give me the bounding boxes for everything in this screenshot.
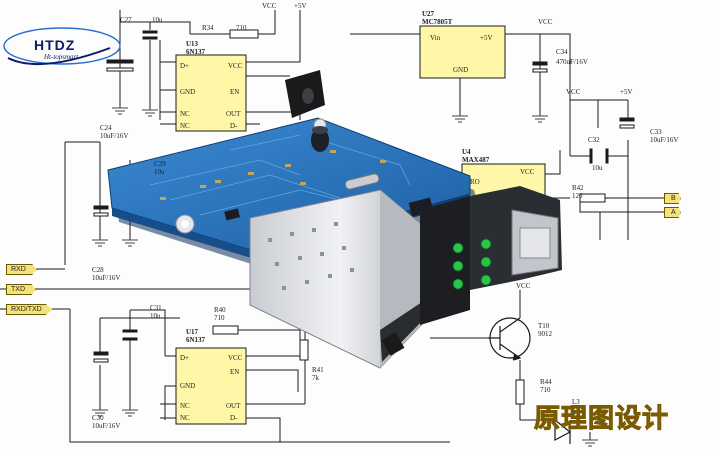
c24-label: C24 [100, 124, 112, 132]
u13-pin-en: EN [230, 88, 240, 96]
net-vcc-2: VCC [538, 18, 553, 26]
c27-label: C27 [120, 16, 132, 24]
c24-value: 10uF/16V [100, 132, 129, 140]
net-vcc-4: VCC [516, 282, 531, 290]
transistor-symbol [488, 317, 586, 444]
u4-ref: U4 [462, 148, 471, 156]
c29-value: 10u [154, 168, 165, 176]
pcb-board [107, 70, 479, 274]
u13-part: 6N137 [186, 48, 206, 56]
caption-schematic-design: 原理图设计 [533, 404, 670, 435]
u27-pin-gnd: GND [453, 66, 469, 74]
q10-value: 9012 [538, 330, 552, 338]
u13-pin-dplus: D+ [180, 62, 190, 70]
port-txd: TXD [6, 284, 36, 295]
r34-label: R34 [202, 24, 214, 32]
r44-value: 710 [540, 386, 551, 394]
ground-symbols [92, 107, 598, 447]
net-vcc-3: VCC [566, 88, 581, 96]
c33-label: C33 [650, 128, 662, 136]
u4-pin-ro: RO [470, 178, 480, 186]
u17-pin-out: OUT [226, 402, 241, 410]
passive-symbols [93, 29, 635, 405]
rj45-connector [420, 186, 562, 325]
r41-value: 7k [312, 374, 319, 382]
u17-pin-gnd: GND [180, 382, 196, 390]
u17-ref: U17 [186, 328, 199, 336]
c30-label: C30 [92, 414, 104, 422]
c31-label: C31 [150, 304, 162, 312]
net-5v-2: +5V [620, 88, 633, 96]
u4-part: MAX487 [462, 156, 490, 164]
u17-pin-dplus: D+ [180, 354, 190, 362]
u13-pin-gnd: GND [180, 88, 196, 96]
logo-brand: HTDZ [34, 37, 76, 53]
c33-value: 10uF/16V [650, 136, 679, 144]
port-a: A [664, 207, 681, 218]
c28-label: C28 [92, 266, 104, 274]
c32-label: C32 [588, 136, 600, 144]
c30-value: 10uF/16V [92, 422, 121, 430]
r42-value: 120 [572, 192, 583, 200]
c31-value: 10u [150, 312, 161, 320]
u17-pin-nc1: NC [180, 402, 190, 410]
u27-ref: U27 [422, 10, 435, 18]
u27-pin-vin: Vin [430, 34, 441, 42]
u17-part: 6N137 [186, 336, 206, 344]
port-rxd-txd: RXD/TXD [6, 304, 53, 315]
c27-value: 10u [152, 16, 163, 24]
net-vcc-1: VCC [262, 2, 277, 10]
port-b: B [664, 193, 681, 204]
c32-value: 10u [592, 164, 603, 172]
u13-pin-nc1: NC [180, 110, 190, 118]
l3-value: 710 [572, 406, 583, 414]
c34-label: C34 [556, 48, 568, 56]
r41-label: R41 [312, 366, 324, 374]
u27-pin-out: +5V [480, 34, 493, 42]
net-5v-1: +5V [294, 2, 307, 10]
u13-pin-out: OUT [226, 110, 241, 118]
r40-value: 710 [214, 314, 225, 322]
logo-tagline: Ht-topsmart [44, 53, 79, 61]
u13-pin-vcc: VCC [228, 62, 243, 70]
logo-mark [3, 27, 121, 66]
q10-label: T10 [538, 322, 550, 330]
l3-label: L3 [572, 398, 580, 406]
u13-ref: U13 [186, 40, 199, 48]
r44-label: R44 [540, 378, 552, 386]
r34-value: 710 [236, 24, 247, 32]
r42-label: R42 [572, 184, 584, 192]
u27-part: MC7805T [422, 18, 453, 26]
htdz-logo: HTDZ Ht-topsmart [2, 26, 120, 74]
c34-value: 470uF/16V [556, 58, 588, 66]
c29-label: C29 [154, 160, 166, 168]
c28-value: 10uF/16V [92, 274, 121, 282]
u13-pin-nc2: NC [180, 122, 190, 130]
u17-pin-vcc: VCC [228, 354, 243, 362]
u17-pin-en: EN [230, 368, 240, 376]
u4-pin-vcc: VCC [520, 168, 535, 176]
sfp-cage [249, 189, 431, 369]
port-rxd: RXD [6, 264, 37, 275]
u17-pin-nc2: NC [180, 414, 190, 422]
u17-pin-dminus: D- [230, 414, 238, 422]
r40-label: R40 [214, 306, 226, 314]
u13-pin-dminus: D- [230, 122, 238, 130]
